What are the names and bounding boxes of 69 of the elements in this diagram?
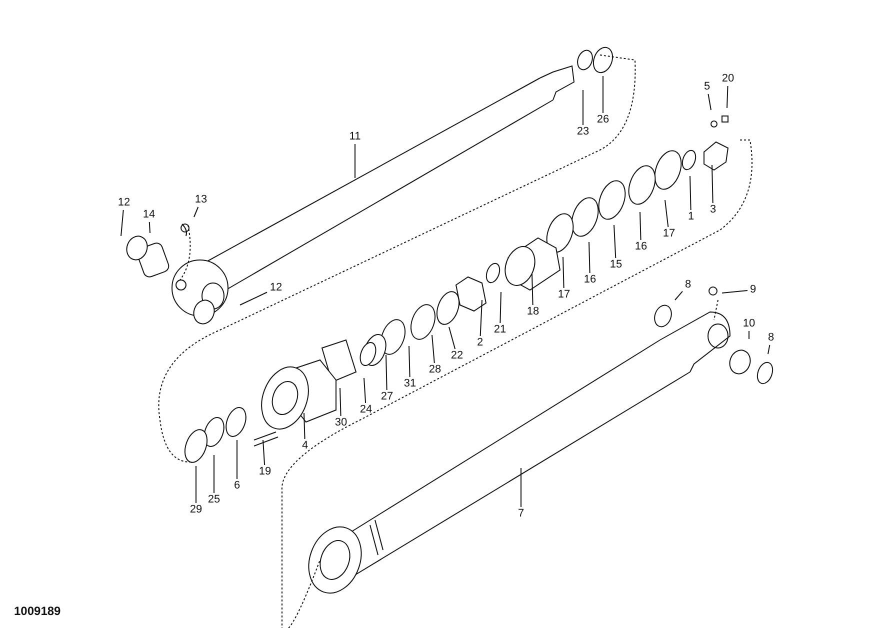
leader-line bbox=[726, 86, 728, 108]
leader-line bbox=[768, 344, 770, 354]
callout-number: 31 bbox=[404, 378, 416, 390]
leader-line bbox=[674, 290, 683, 300]
callout-number: 12 bbox=[118, 196, 130, 210]
callout-number: 4 bbox=[302, 440, 308, 452]
callout-number: 5 bbox=[704, 80, 710, 94]
callout-number: 11 bbox=[349, 130, 361, 144]
leader-line bbox=[432, 334, 435, 364]
callout-number: 13 bbox=[194, 194, 208, 206]
leader-line bbox=[500, 292, 502, 324]
leader-line bbox=[480, 300, 482, 336]
leader-line bbox=[664, 200, 669, 228]
callout-number: 19 bbox=[258, 466, 272, 478]
leader-line bbox=[262, 440, 266, 466]
callout-number: 7 bbox=[518, 508, 524, 520]
leader-line bbox=[562, 256, 564, 288]
leader-line bbox=[364, 378, 366, 404]
callout-number: 30 bbox=[334, 416, 348, 430]
callout-number: 15 bbox=[610, 258, 622, 272]
leader-line bbox=[708, 94, 712, 110]
callout-number: 2 bbox=[476, 336, 484, 350]
leader-line bbox=[712, 164, 714, 204]
callout-number: 24 bbox=[360, 404, 372, 416]
leader-line bbox=[690, 176, 692, 210]
callout-number: 16 bbox=[634, 240, 648, 254]
callout-number: 16 bbox=[584, 274, 596, 286]
leader-line bbox=[236, 440, 238, 480]
leader-line bbox=[354, 144, 356, 178]
callout-number: 9 bbox=[750, 284, 756, 296]
callout-number: 18 bbox=[526, 306, 540, 318]
callout-number: 14 bbox=[142, 208, 156, 222]
callout-number: 8 bbox=[684, 278, 692, 292]
callout-number: 8 bbox=[768, 332, 774, 344]
leader-line bbox=[640, 212, 642, 240]
callout-number: 1 bbox=[688, 210, 694, 224]
leader-line bbox=[602, 76, 604, 114]
callout-number: 25 bbox=[208, 494, 220, 506]
leader-line bbox=[386, 354, 388, 390]
callout-number: 29 bbox=[190, 504, 202, 516]
callout-number: 27 bbox=[380, 390, 394, 404]
callout-number: 26 bbox=[596, 114, 610, 126]
leader-line bbox=[148, 222, 150, 234]
callout-number: 17 bbox=[662, 228, 676, 240]
part-number: 1009189 bbox=[14, 604, 61, 618]
callout-number: 6 bbox=[234, 480, 240, 492]
leader-line bbox=[614, 224, 616, 258]
leader-line bbox=[120, 210, 124, 236]
callout-number: 20 bbox=[722, 72, 734, 86]
callout-number: 12 bbox=[270, 282, 282, 294]
callout-number: 10 bbox=[742, 318, 756, 330]
leader-line bbox=[748, 330, 750, 340]
callout-number: 22 bbox=[450, 350, 464, 362]
callout-number: 28 bbox=[428, 364, 442, 376]
leader-line bbox=[722, 290, 748, 294]
callout-number: 23 bbox=[576, 126, 590, 138]
leader-line bbox=[408, 346, 410, 378]
callout-number: 3 bbox=[710, 204, 716, 216]
leader-line bbox=[448, 326, 456, 350]
leader-line bbox=[304, 412, 306, 440]
leader-line bbox=[194, 206, 199, 218]
leader-line bbox=[582, 90, 584, 126]
leader-line bbox=[532, 274, 534, 306]
callout-number: 21 bbox=[494, 324, 506, 336]
leader-line bbox=[520, 468, 522, 508]
leader-line bbox=[340, 388, 342, 416]
leader-line bbox=[240, 292, 268, 306]
callout-number: 17 bbox=[558, 288, 570, 302]
leader-line bbox=[588, 242, 590, 274]
